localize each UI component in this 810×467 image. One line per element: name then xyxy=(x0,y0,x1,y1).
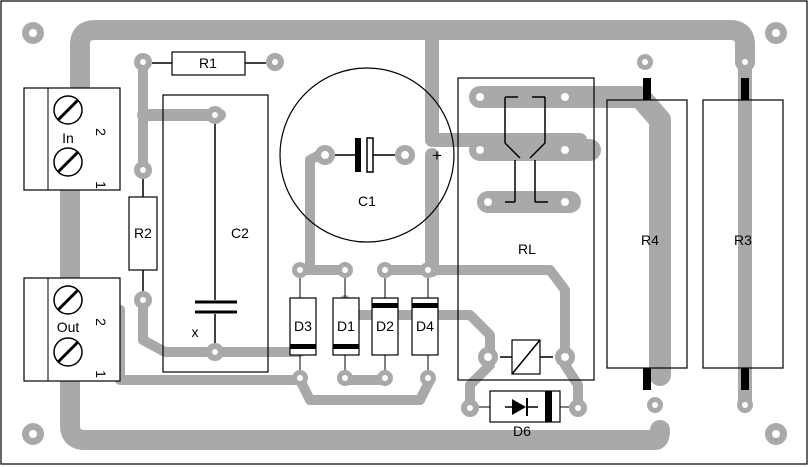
diode-d3: D3 xyxy=(289,278,317,370)
pad-rl-4 xyxy=(555,140,575,160)
pad-d6-k xyxy=(569,399,587,417)
mounting-hole-bl xyxy=(22,423,44,445)
c2-label: C2 xyxy=(231,225,249,241)
pad-c1-plus xyxy=(395,145,415,165)
diode-d2: D2 xyxy=(371,278,399,370)
trace-bottom-loop xyxy=(60,110,670,450)
terminal-in-pin2: 2 xyxy=(93,128,109,136)
capacitor-c2: C2 x xyxy=(162,94,269,373)
mounting-hole-tl xyxy=(22,22,44,44)
resistor-r4: R4 xyxy=(606,78,688,390)
pad-r4-top xyxy=(637,54,653,70)
pad-r3-top xyxy=(737,54,753,70)
pad-rl-2 xyxy=(555,87,575,107)
trace-top-loop xyxy=(70,20,755,130)
d3-label: D3 xyxy=(294,318,312,334)
pad-rl-6 xyxy=(555,192,575,212)
pad-rl-5 xyxy=(478,192,498,212)
trace-d3-d4 xyxy=(295,375,435,405)
terminal-out-label: Out xyxy=(57,319,80,335)
diode-d6: D6 xyxy=(479,390,569,439)
pad-d4-bot xyxy=(420,370,436,386)
pad-r4-bot xyxy=(647,397,663,413)
d1-label: D1 xyxy=(337,318,355,334)
pad-r2-b xyxy=(134,291,152,309)
trace-d2-relay xyxy=(385,265,570,360)
pad-d1-bot xyxy=(337,370,353,386)
resistor-r1: R1 xyxy=(152,51,266,76)
c2-minus-mark: x xyxy=(192,324,199,340)
diode-d4: D4 xyxy=(411,278,439,370)
pad-c2-b xyxy=(206,343,224,361)
terminal-out-pin1: 1 xyxy=(93,370,109,378)
silkscreen: In 2 1 Out 2 1 R1 R2 xyxy=(23,51,784,439)
pad-c2-a xyxy=(206,106,224,124)
terminal-out-pin2: 2 xyxy=(93,318,109,326)
trace-c1-left xyxy=(305,147,330,275)
pad-d2-bot xyxy=(377,370,393,386)
terminal-out: Out 2 1 xyxy=(23,277,121,382)
mounting-hole-br xyxy=(765,423,787,445)
rl-label: RL xyxy=(518,241,536,257)
trace-c1-top xyxy=(425,23,587,147)
r3-label: R3 xyxy=(734,232,752,248)
c1-plus-mark: + xyxy=(432,146,442,165)
pad-r1-a xyxy=(134,53,152,71)
resistor-r2: R2 xyxy=(128,179,158,291)
trace-r2-bottom xyxy=(138,295,305,357)
pad-rl-3 xyxy=(470,140,490,160)
r4-label: R4 xyxy=(641,232,659,248)
pad-c1-minus xyxy=(315,145,335,165)
r1-label: R1 xyxy=(199,55,217,71)
pad-r3-bot xyxy=(737,397,753,413)
d4-label: D4 xyxy=(416,318,434,334)
capacitor-c1: C1 + xyxy=(279,67,455,243)
pad-d2-top xyxy=(377,262,393,278)
mounting-hole-tr xyxy=(765,22,787,44)
pad-d3-bot xyxy=(292,370,308,386)
pad-d4-top xyxy=(420,262,436,278)
pad-d1-top xyxy=(337,262,353,278)
pad-rl-coil-b xyxy=(555,347,575,367)
pad-rl-coil-a xyxy=(478,347,498,367)
pad-d3-top xyxy=(292,262,308,278)
d6-label: D6 xyxy=(513,423,531,439)
resistor-r3: R3 xyxy=(702,78,784,390)
pad-r2-a xyxy=(134,161,152,179)
d2-label: D2 xyxy=(376,318,394,334)
terminal-in: In 2 1 xyxy=(23,87,121,191)
pad-r1-b xyxy=(266,53,284,71)
r2-label: R2 xyxy=(134,225,152,241)
c1-label: C1 xyxy=(358,193,376,209)
relay-rl: RL xyxy=(457,77,595,381)
terminal-in-label: In xyxy=(62,130,74,146)
terminal-in-pin1: 1 xyxy=(93,181,109,189)
pad-rl-1 xyxy=(470,87,490,107)
diode-d1: D1 xyxy=(332,278,360,370)
pad-d6-a xyxy=(461,399,479,417)
